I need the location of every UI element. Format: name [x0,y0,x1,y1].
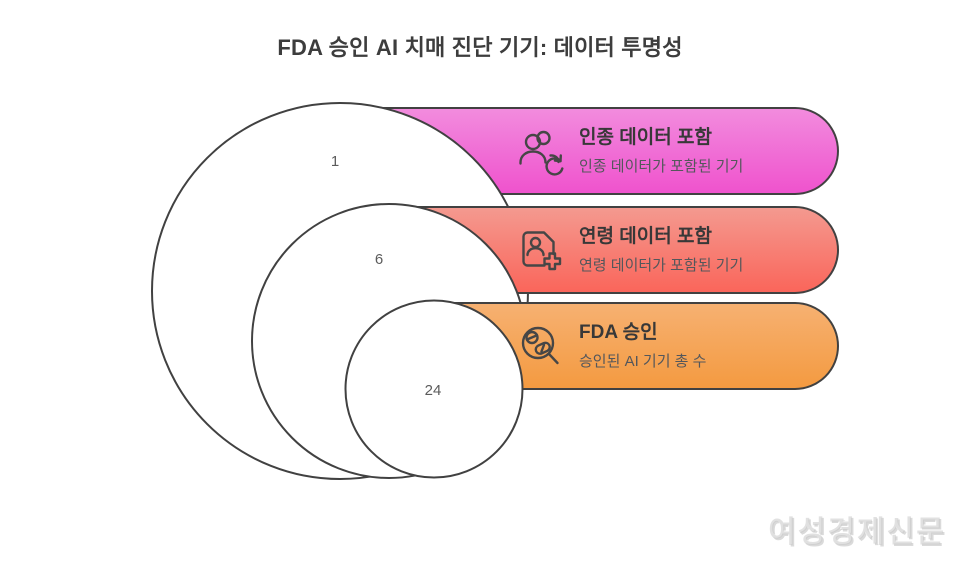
pill-search-icon [514,320,566,372]
banner-age-text: 연령 데이터 포함 연령 데이터가 포함된 기기 [579,226,743,274]
patient-file-plus-icon [514,224,566,276]
banner-race-subtitle: 인종 데이터가 포함된 기기 [579,157,744,175]
banner-race-title: 인종 데이터 포함 [579,126,712,148]
banner-fda-shape [433,302,839,390]
banner-fda-title: FDA 승인 [579,321,658,343]
banner-fda-text: FDA 승인 승인된 AI 기기 총 수 [579,322,706,370]
users-refresh-icon [514,125,566,177]
banner-age-subtitle: 연령 데이터가 포함된 기기 [579,256,744,274]
page-title: FDA 승인 AI 치매 진단 기기: 데이터 투명성 [277,35,683,60]
banner-fda-content: FDA 승인 승인된 AI 기기 총 수 [514,320,706,372]
circle-fda [344,299,524,479]
circle-age-value: 6 [375,251,383,268]
banner-age-title: 연령 데이터 포함 [579,225,712,247]
publisher-watermark: 여성경제신문 [768,516,946,549]
circle-fda-value: 24 [425,382,442,399]
banner-fda-subtitle: 승인된 AI 기기 총 수 [579,352,707,370]
banner-age-content: 연령 데이터 포함 연령 데이터가 포함된 기기 [514,224,743,276]
banner-race-content: 인종 데이터 포함 인종 데이터가 포함된 기기 [514,125,743,177]
banner-race-text: 인종 데이터 포함 인종 데이터가 포함된 기기 [579,127,743,175]
circle-race-value: 1 [331,153,339,170]
